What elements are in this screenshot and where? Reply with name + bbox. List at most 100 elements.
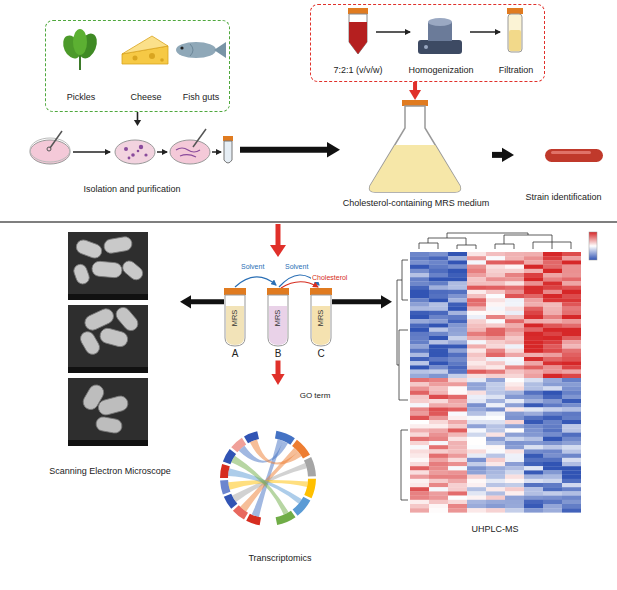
red-arrow-part (276, 224, 281, 246)
tube-b-part (267, 288, 289, 295)
heatmap-cell (524, 344, 543, 348)
heatmap-cell (524, 449, 543, 453)
heatmap-cell (505, 361, 524, 365)
heatmap-cell (467, 424, 486, 428)
heatmap-cell (562, 407, 581, 411)
heatmap-dendrogram-part (457, 245, 476, 249)
heatmap-cell (429, 353, 448, 357)
heatmap-cell (486, 265, 505, 269)
heatmap-cell (543, 336, 562, 340)
heatmap-cell (429, 386, 448, 390)
heatmap-cell (410, 307, 429, 311)
heatmap-cell (505, 449, 524, 453)
heatmap-cell (543, 311, 562, 315)
heatmap-cell (429, 395, 448, 399)
heatmap-cell (448, 433, 467, 437)
heatmap-cell (467, 315, 486, 319)
heatmap-cell (505, 315, 524, 319)
petri-dish-colonies-part (139, 145, 143, 149)
heatmap-cell (467, 302, 486, 306)
heatmap-cell (429, 340, 448, 344)
heatmap-cell (486, 500, 505, 504)
heatmap-cell (524, 475, 543, 479)
sem-image-part-part (72, 263, 91, 286)
chord-ribbon (250, 440, 302, 465)
heatmap-cell (524, 365, 543, 369)
heatmap-cell (562, 395, 581, 399)
heatmap-cell (562, 399, 581, 403)
petri-dish-part (47, 147, 51, 151)
heatmap-cell (524, 420, 543, 424)
heatmap-cell (448, 256, 467, 260)
heatmap-cell (467, 307, 486, 311)
tube-label: MRS (274, 310, 283, 327)
heatmap-cell (410, 286, 429, 290)
heatmap-cell (448, 479, 467, 483)
heatmap-cell (467, 273, 486, 277)
heatmap-cell (562, 412, 581, 416)
sem-image-part-part (97, 394, 130, 416)
heatmap-cell (448, 491, 467, 495)
heatmap-cell (543, 500, 562, 504)
heatmap-cell (505, 491, 524, 495)
flow-arrow (271, 361, 284, 386)
heatmap-cell (543, 437, 562, 441)
heatmap-cell (486, 353, 505, 357)
heatmap-cell (562, 315, 581, 319)
heatmap-cell (448, 302, 467, 306)
heatmap-cell (410, 265, 429, 269)
heatmap-cell (448, 403, 467, 407)
heatmap-cell (486, 458, 505, 462)
heatmap-cell (562, 479, 581, 483)
heatmap-cell (524, 286, 543, 290)
heatmap-cell (486, 323, 505, 327)
heatmap-cell (467, 260, 486, 264)
heatmap-cell (410, 315, 429, 319)
heatmap-cell (486, 433, 505, 437)
tube-c-part (310, 288, 332, 295)
heatmap-cell (410, 370, 429, 374)
heatmap-cell (410, 496, 429, 500)
heatmap-cell (410, 294, 429, 298)
sem-image-part (68, 440, 148, 446)
heatmap-cell (562, 357, 581, 361)
node-label: Cheese (130, 92, 161, 102)
heatmap-cell (429, 365, 448, 369)
centrifuge-tube-part (348, 8, 368, 14)
heatmap-cell (524, 340, 543, 344)
heatmap-cell (524, 483, 543, 487)
heatmap-cell (505, 260, 524, 264)
heatmap-cell (429, 458, 448, 462)
heatmap-cell (505, 265, 524, 269)
heatmap-cell (467, 290, 486, 294)
tube-label: MRS (317, 310, 326, 327)
heatmap-cell (505, 344, 524, 348)
sem-image-part-part (103, 236, 133, 255)
heatmap-cell (467, 378, 486, 382)
heatmap-cell (562, 462, 581, 466)
heatmap-cell (467, 483, 486, 487)
heatmap-cell (486, 441, 505, 445)
heatmap-cell (486, 277, 505, 281)
heatmap-cell (467, 319, 486, 323)
heatmap-cell (543, 290, 562, 294)
heatmap-cell (410, 437, 429, 441)
heatmap-cell (543, 504, 562, 508)
petri-dish-colonies-part (115, 140, 155, 164)
heatmap-cell (562, 332, 581, 336)
heatmap-cell (486, 395, 505, 399)
heatmap-cell (524, 391, 543, 395)
heatmap-cell (562, 277, 581, 281)
heatmap-cell (410, 349, 429, 353)
heatmap-cell (524, 374, 543, 378)
heatmap-cell (467, 399, 486, 403)
heatmap-cell (562, 420, 581, 424)
heatmap-cell (486, 349, 505, 353)
sem-image-part-part (113, 305, 140, 334)
heatmap-cell (486, 399, 505, 403)
heatmap-cell (524, 277, 543, 281)
heatmap-cell (467, 294, 486, 298)
heatmap-cell (486, 302, 505, 306)
heatmap-cell (448, 370, 467, 374)
